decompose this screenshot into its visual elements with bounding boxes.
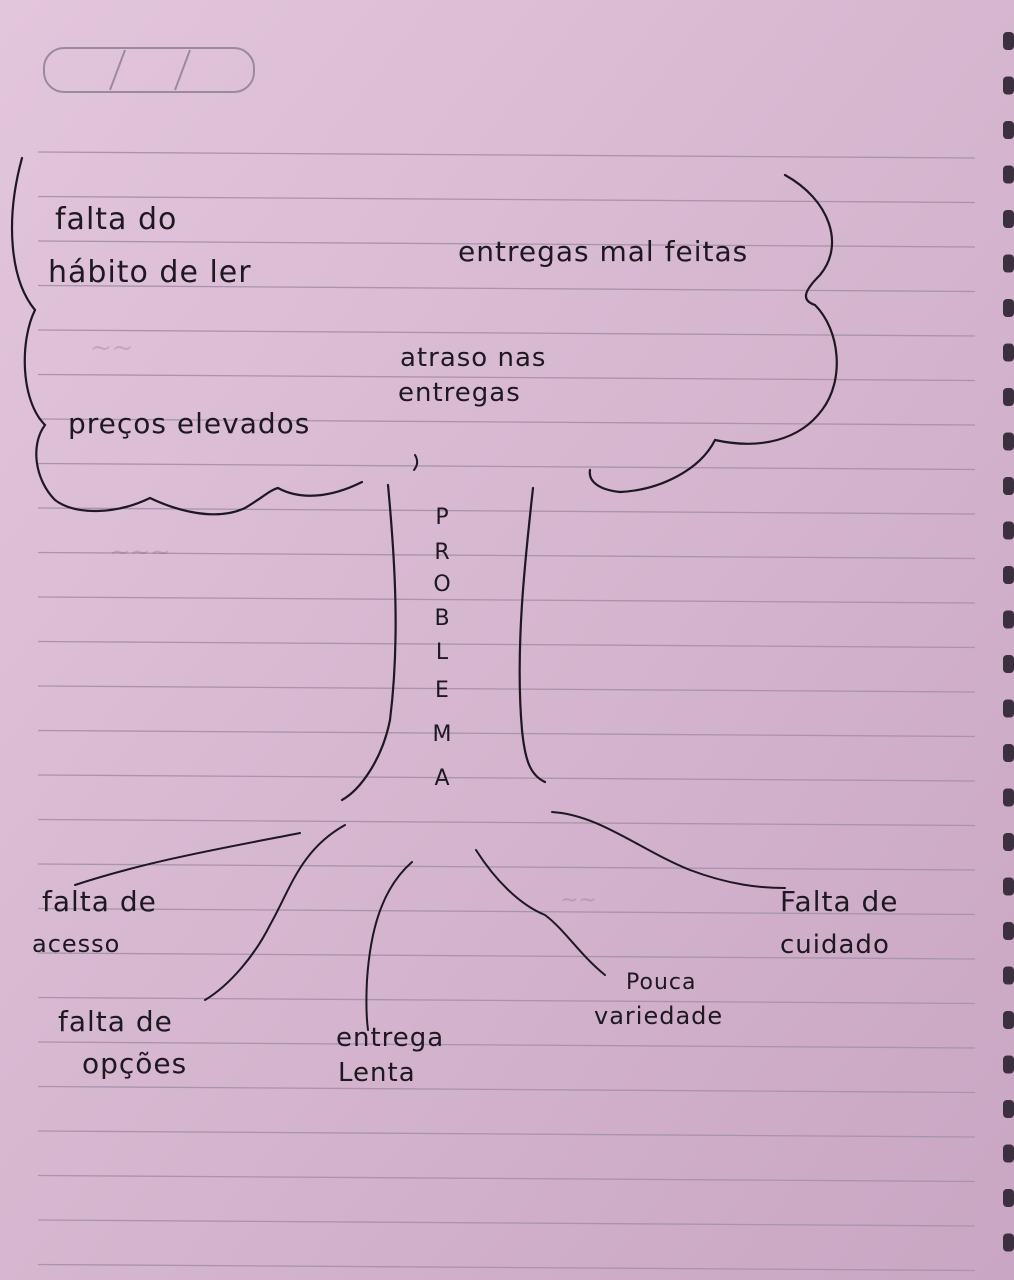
root-pouca-variedade [475, 849, 606, 976]
label-pouca-variedade-line2: variedade [594, 1002, 724, 1030]
spiral-hole [1003, 1233, 1014, 1252]
label-falta-opcoes-line2: opções [82, 1047, 188, 1080]
date-box [43, 47, 255, 93]
rule-line [37, 373, 976, 382]
spiral-hole [1003, 1055, 1014, 1074]
label-falta-acesso-line2: acesso [32, 930, 121, 958]
label-entrega-lenta-line1: entrega [336, 1023, 445, 1053]
label-atraso-line1: atraso nas [400, 343, 547, 373]
rule-line [37, 418, 976, 426]
root-falta-acesso [74, 832, 301, 886]
spiral-hole [1003, 76, 1014, 95]
spiral-hole [1003, 833, 1014, 851]
ruled-lines [37, 151, 976, 1272]
spiral-hole [1003, 877, 1014, 896]
spiral-hole [1003, 744, 1014, 762]
label-falta-opcoes-line1: falta de [58, 1005, 173, 1038]
spiral-hole [1003, 343, 1014, 362]
trunk-letter-b: B [434, 606, 450, 631]
spiral-holes [1003, 32, 1014, 1252]
spiral-hole [1003, 922, 1014, 940]
rule-line [37, 240, 976, 248]
rule-line [37, 863, 976, 871]
trunk-letter-e: E [435, 678, 449, 703]
spiral-hole [1003, 477, 1014, 495]
rule-line [37, 284, 976, 293]
label-falta-cuidado-line2: cuidado [780, 930, 890, 960]
spiral-hole [1003, 566, 1014, 584]
spiral-hole [1003, 1011, 1014, 1029]
spiral-hole [1003, 165, 1014, 184]
spiral-hole [1003, 610, 1014, 629]
rule-line [37, 596, 976, 604]
trunk-right-line [518, 486, 547, 784]
spiral-hole [1003, 299, 1014, 317]
spiral-hole [1003, 388, 1014, 406]
rule-line [37, 1263, 976, 1272]
rule-line [37, 1041, 976, 1049]
spiral-hole [1003, 210, 1014, 228]
trunk-letter-m: M [432, 722, 452, 747]
label-falta-habito-line2: hábito de ler [48, 255, 252, 290]
label-atraso-line2: entregas [398, 378, 521, 408]
root-falta-cuidado [551, 811, 786, 889]
root-falta-opcoes [204, 824, 346, 1001]
spiral-hole [1003, 521, 1014, 540]
rule-line [37, 151, 976, 159]
trunk-left-line [340, 483, 397, 802]
spiral-hole [1003, 1189, 1014, 1207]
crown-inner-arc [413, 454, 419, 471]
spiral-hole [1003, 699, 1014, 718]
rule-line [37, 952, 976, 960]
rule-line [37, 551, 976, 560]
label-pouca-variedade-line1: Pouca [626, 970, 697, 995]
rule-line [37, 729, 976, 738]
rule-line [37, 507, 976, 515]
trunk-letter-r: R [434, 540, 450, 565]
tree-crown-outline-right [588, 173, 838, 494]
rule-line [37, 818, 976, 827]
spiral-hole [1003, 432, 1014, 451]
trunk-letter-a: A [434, 766, 450, 791]
spiral-hole [1003, 655, 1014, 673]
label-entregas-mal-feitas: entregas mal feitas [458, 235, 749, 268]
spiral-hole [1003, 1100, 1014, 1118]
label-falta-acesso-line1: falta de [42, 885, 157, 918]
trunk-letter-l: L [435, 640, 449, 665]
spiral-hole [1003, 254, 1014, 273]
label-entrega-lenta-line2: Lenta [338, 1058, 416, 1088]
rule-line [37, 329, 976, 337]
rule-line [37, 774, 976, 782]
rule-line [37, 996, 976, 1005]
root-entrega-lenta [365, 861, 413, 1031]
rule-line [37, 1174, 976, 1183]
rule-line [37, 907, 976, 916]
rule-line [37, 1130, 976, 1138]
rule-line [37, 640, 976, 649]
trunk-letter-p: P [435, 505, 449, 530]
spiral-hole [1003, 966, 1014, 985]
rule-line [37, 1219, 976, 1227]
spiral-hole [1003, 788, 1014, 807]
rule-line [37, 1085, 976, 1094]
tree-crown-outline [10, 156, 364, 516]
label-precos-elevados: preços elevados [68, 407, 311, 440]
rule-line [37, 195, 976, 204]
spiral-hole [1003, 121, 1014, 139]
label-falta-cuidado-line1: Falta de [780, 885, 899, 918]
label-falta-habito-line1: falta do [55, 202, 178, 237]
spiral-hole [1003, 32, 1014, 50]
trunk-letter-o: O [433, 572, 451, 597]
rule-line [37, 685, 976, 693]
spiral-hole [1003, 1144, 1014, 1163]
rule-line [37, 462, 976, 471]
